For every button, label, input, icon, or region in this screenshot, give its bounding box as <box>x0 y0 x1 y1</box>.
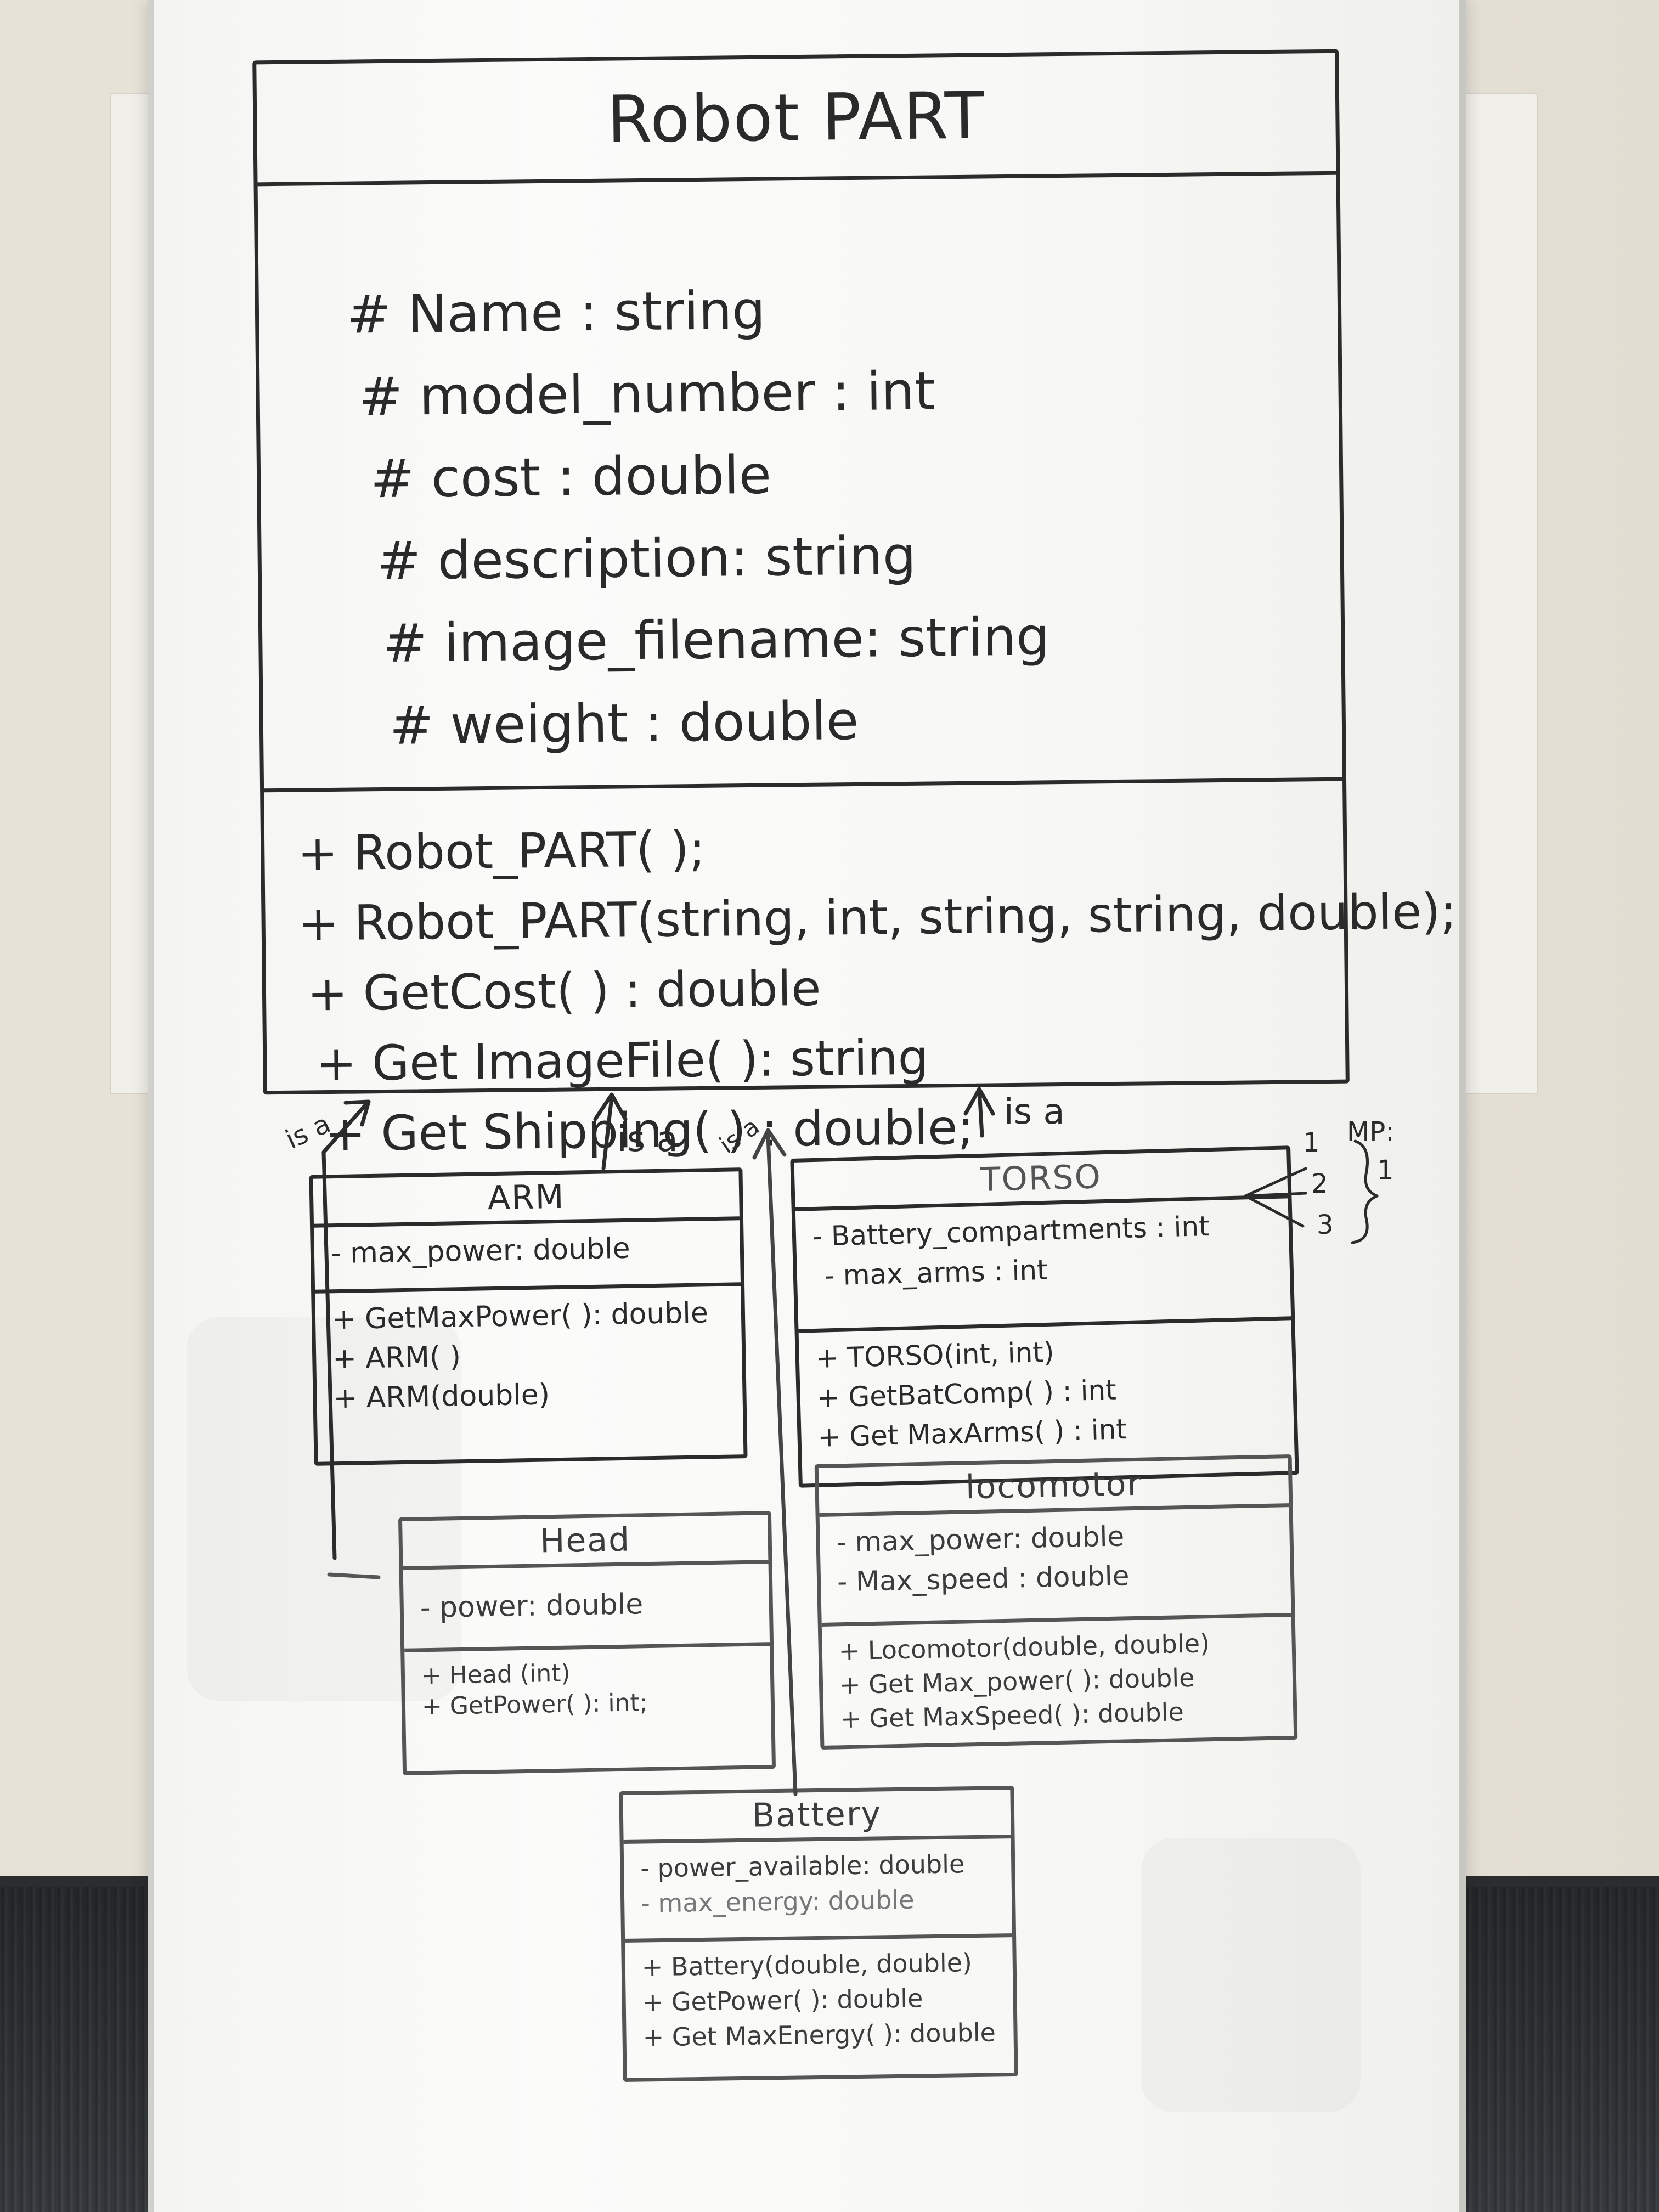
inheritance-line-torso <box>977 1087 984 1138</box>
inheritance-arrowhead-battery <box>752 1128 787 1160</box>
inheritance-arrowhead-arm <box>343 1099 371 1127</box>
label-isa-center: is a <box>617 1119 678 1160</box>
torso-note-line <box>1244 1167 1307 1198</box>
torso-note-line <box>1244 1194 1305 1228</box>
torso-note-2: 2 <box>1311 1169 1328 1199</box>
torso-note-line <box>1244 1192 1307 1198</box>
inheritance-arrowhead-center <box>593 1092 628 1121</box>
inheritance-line-center <box>601 1095 614 1171</box>
erased-smudge <box>187 1317 461 1701</box>
inheritance-line-battery <box>766 1133 798 1796</box>
label-isa-torso: is a <box>1004 1092 1065 1132</box>
torso-note-1: 1 <box>1303 1127 1320 1158</box>
inheritance-line-head <box>327 1572 381 1579</box>
torso-note-brace <box>1351 1139 1379 1244</box>
torso-note-3: 3 <box>1317 1210 1334 1240</box>
erased-smudge <box>1141 1838 1361 2112</box>
inheritance-line-arm <box>321 1101 370 1560</box>
torso-note-mp-value: 1 <box>1377 1155 1394 1186</box>
torso-note-mp: MP: <box>1347 1116 1395 1147</box>
inheritance-arrowhead-torso <box>963 1087 995 1116</box>
